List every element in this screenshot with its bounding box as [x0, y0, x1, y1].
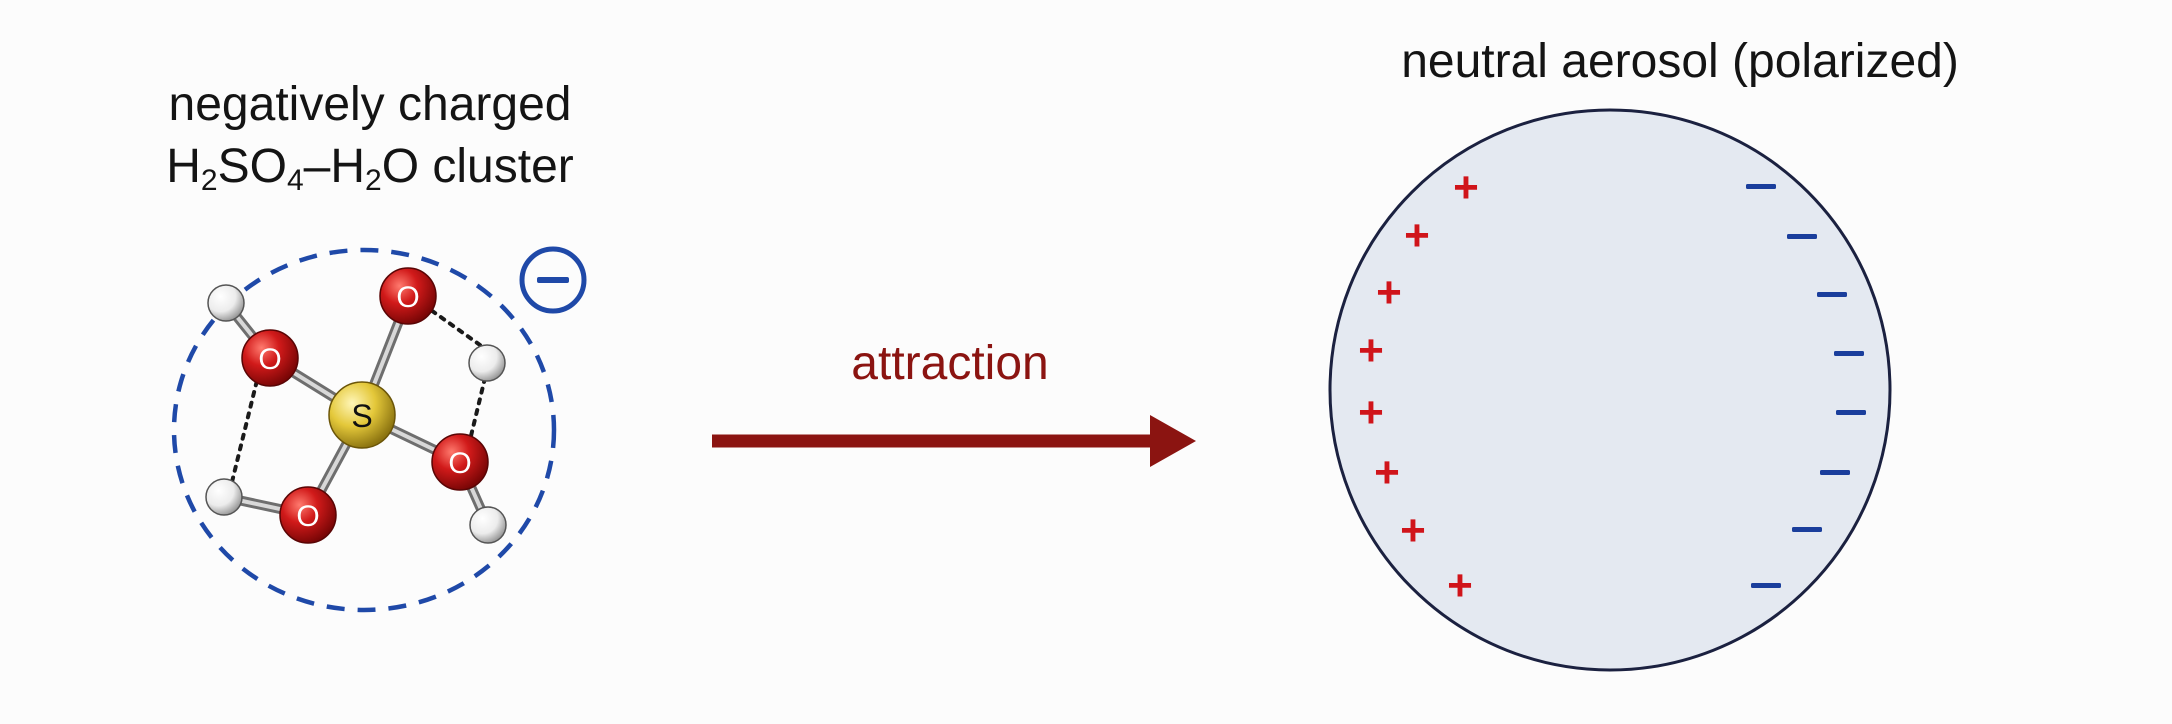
- formula-h: H: [166, 140, 201, 193]
- oxygen-atom-right: O: [431, 433, 489, 491]
- h-bond-right: [468, 376, 487, 442]
- positive-charge: +: [1447, 561, 1473, 610]
- cluster-dashed-ring: [171, 247, 557, 613]
- hydrogen-atom: [468, 344, 506, 382]
- hydrogen-atoms: [205, 284, 507, 544]
- attraction-arrow: [712, 415, 1196, 467]
- svg-text:O: O: [396, 281, 419, 314]
- formula-so: SO: [217, 140, 287, 193]
- negative-charge: [1746, 184, 1776, 189]
- positive-charge: +: [1404, 211, 1430, 260]
- svg-text:O: O: [296, 500, 319, 533]
- aerosol-title: neutral aerosol (polarized): [1401, 35, 1959, 88]
- formula-o-cluster: O cluster: [381, 140, 574, 193]
- svg-text:O: O: [258, 343, 281, 376]
- negative-charges: [1746, 184, 1866, 588]
- formula-sub-2b: 2: [365, 164, 382, 197]
- negative-charge: [1836, 410, 1866, 415]
- positive-charge: +: [1400, 506, 1426, 555]
- positive-charge: +: [1374, 448, 1400, 497]
- hydrogen-atom: [469, 506, 507, 544]
- attraction-label: attraction: [851, 337, 1049, 390]
- formula-dash-h: –H: [303, 140, 366, 193]
- positive-charge: +: [1358, 326, 1384, 375]
- negative-charge: [1751, 583, 1781, 588]
- positive-charges: + + + + + + + +: [1358, 163, 1479, 610]
- hydrogen-atom: [207, 284, 245, 322]
- formula-sub-4: 4: [286, 164, 304, 197]
- sulfur-atom: S: [328, 381, 396, 449]
- negative-charge: [1792, 527, 1822, 532]
- negative-charge: [1820, 470, 1850, 475]
- oxygen-atom-bottom: O: [279, 486, 337, 544]
- cluster-title-line1: negatively charged: [168, 78, 572, 131]
- oxygen-atom-left: O: [241, 329, 299, 387]
- positive-charge: +: [1358, 388, 1384, 437]
- svg-text:S: S: [351, 398, 372, 434]
- svg-text:O: O: [448, 447, 471, 480]
- hydrogen-atom: [205, 478, 243, 516]
- aerosol-particle: [1328, 108, 1892, 672]
- cluster-negative-badge: [519, 246, 587, 314]
- formula-sub-2: 2: [200, 164, 218, 197]
- positive-charge: +: [1376, 268, 1402, 317]
- negative-charge: [1834, 351, 1864, 356]
- cluster-title-line2: H2SO4–H2O cluster: [70, 136, 670, 198]
- positive-charge: +: [1453, 163, 1479, 212]
- negative-charge: [1817, 292, 1847, 297]
- cluster-title: negatively charged H2SO4–H2O cluster: [70, 74, 670, 198]
- minus-icon: [537, 277, 569, 283]
- oxygen-atom-top: O: [379, 267, 437, 325]
- negative-charge: [1787, 234, 1817, 239]
